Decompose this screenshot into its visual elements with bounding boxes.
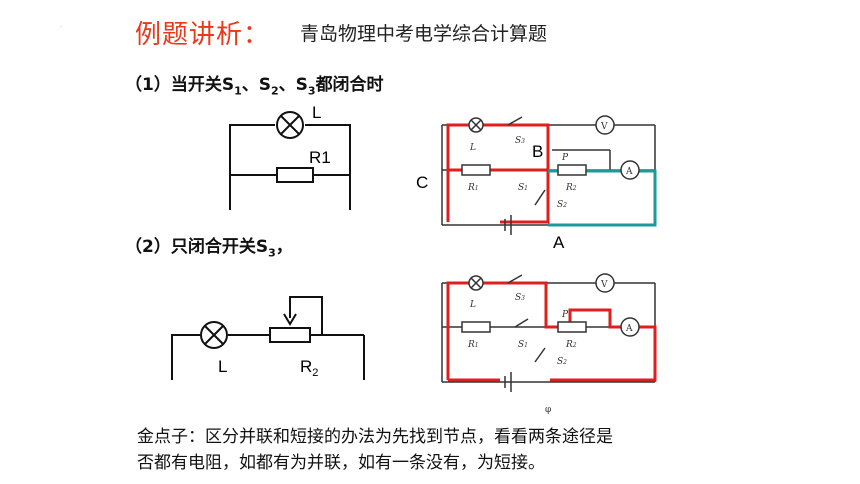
tip-line-2: 否都有电阻，如都有为并联，如有一条没有，为短接。	[137, 453, 545, 473]
case-2-text: （2）只闭合开关S3，	[125, 237, 293, 260]
d2-r2-label: R2	[565, 340, 577, 350]
d2-s3-label: S3	[515, 293, 525, 303]
corner-mark: ·	[60, 24, 62, 31]
node-a-label: A	[553, 233, 565, 252]
d2-s1-label: S1	[518, 340, 528, 350]
tip-text: 金点子：区分并联和短接的办法为先找到节点，看看两条途径是 否都有电阻，如都有为并…	[137, 424, 777, 476]
diagram-2-components	[461, 273, 640, 392]
d1-s2-label: S2	[557, 200, 567, 210]
d1-voltmeter-label: V	[600, 122, 608, 132]
tip-line-1: 金点子：区分并联和短接的办法为先找到节点，看看两条途径是	[137, 427, 613, 447]
page-title: 例题讲析：	[135, 20, 271, 50]
c2-lamp-label: L	[218, 357, 227, 376]
d2-s2-label: S2	[557, 357, 567, 367]
d2-p-label: P	[561, 310, 569, 320]
case-1-text: （1）当开关S1、S2、S3都闭合时	[125, 75, 384, 98]
diagram-1-components	[461, 115, 640, 235]
d1-s3-label: S3	[515, 136, 525, 146]
d1-p-label: P	[561, 153, 569, 163]
node-b-label: B	[532, 142, 543, 161]
circuit-2	[171, 296, 365, 380]
d2-lamp-label: L	[469, 300, 476, 310]
d2-r1-label: R1	[467, 340, 479, 350]
c1-lamp-label: L	[312, 103, 321, 122]
c1-resistor-label: R1	[309, 148, 331, 167]
d1-r1-label: R1	[467, 183, 479, 193]
d2-voltmeter-label: V	[600, 280, 608, 290]
diagram-1-teal-path	[548, 169, 657, 227]
circuit-1	[229, 111, 351, 210]
d1-ammeter-label: A	[625, 167, 633, 177]
node-c-label: C	[416, 173, 428, 192]
d2-ammeter-label: A	[625, 324, 633, 334]
d1-s1-label: S1	[518, 183, 528, 193]
d1-lamp-label: L	[469, 143, 476, 153]
diagram-2-red-path	[446, 281, 657, 382]
d2-mark: φ	[545, 405, 551, 415]
c2-resistor-label: R2	[300, 357, 318, 379]
d1-r2-label: R2	[565, 183, 577, 193]
page-subtitle: 青岛物理中考电学综合计算题	[300, 23, 548, 45]
